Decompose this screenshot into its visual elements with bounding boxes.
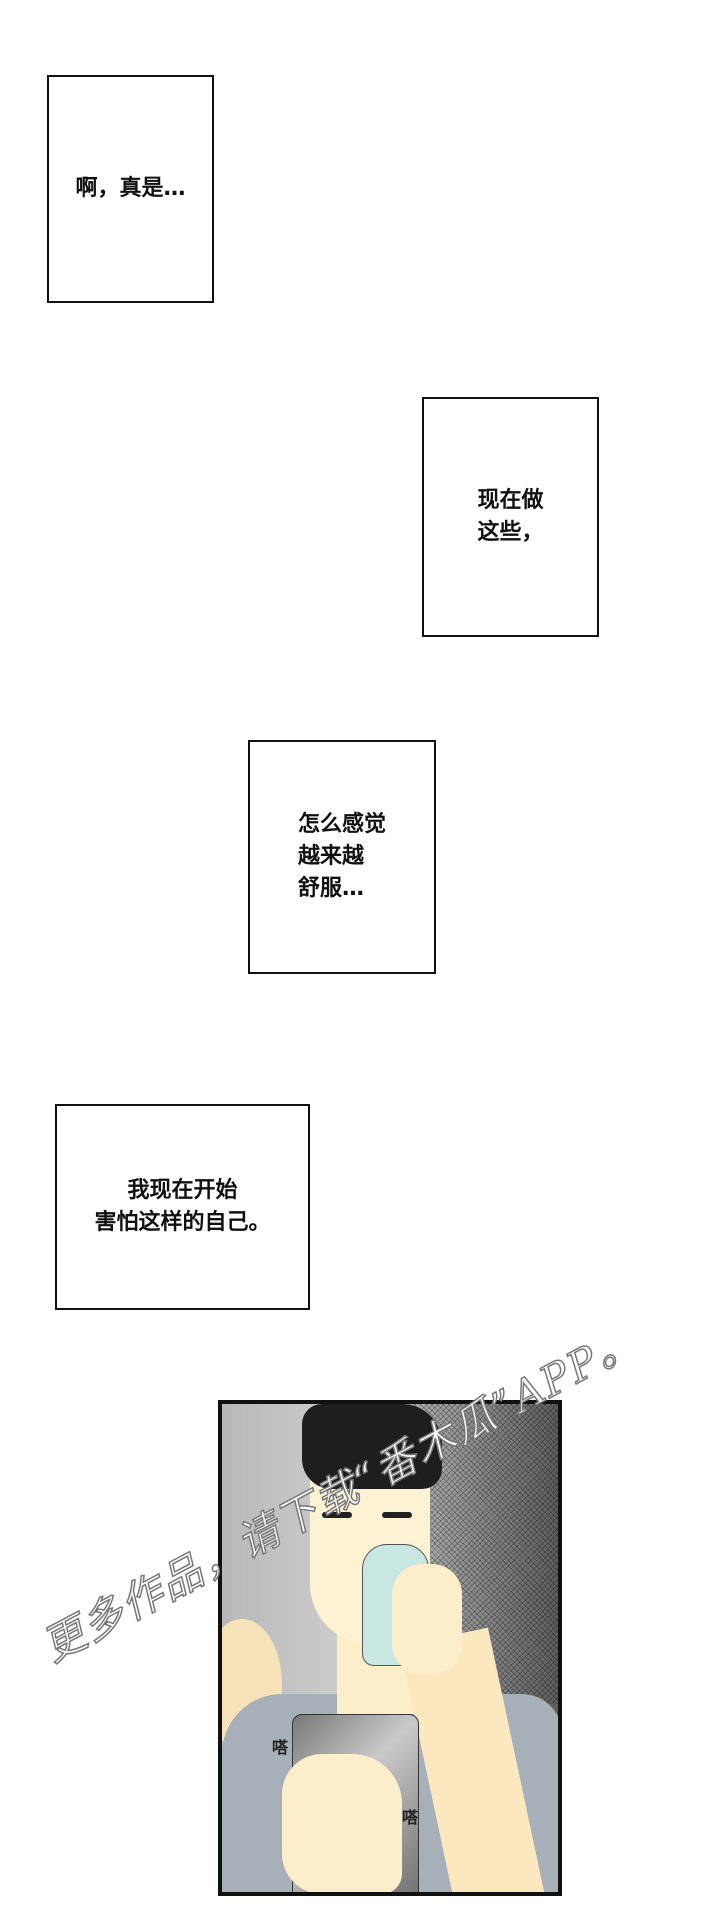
caption-box-4: 我现在开始 害怕这样的自己。 — [55, 1104, 310, 1310]
caption-box-3: 怎么感觉 越来越 舒服… — [248, 740, 436, 974]
caption-text: 怎么感觉 越来越 舒服… — [297, 812, 386, 901]
comic-panel-man-drinking: 嗒 嗒 — [218, 1400, 562, 1896]
hair — [302, 1404, 442, 1489]
caption-box-1: 啊，真是… — [47, 75, 214, 303]
hand-holding-glass — [392, 1564, 462, 1674]
sfx-tap: 嗒 — [272, 1738, 289, 1757]
eye — [322, 1512, 352, 1518]
sfx-tap: 嗒 — [402, 1808, 419, 1827]
eye — [382, 1512, 412, 1518]
caption-text: 啊，真是… — [75, 176, 186, 201]
caption-text: 现在做 这些， — [477, 488, 544, 545]
caption-text: 我现在开始 害怕这样的自己。 — [94, 1178, 271, 1235]
hand-holding-phone — [282, 1754, 402, 1892]
caption-box-2: 现在做 这些， — [422, 397, 599, 637]
